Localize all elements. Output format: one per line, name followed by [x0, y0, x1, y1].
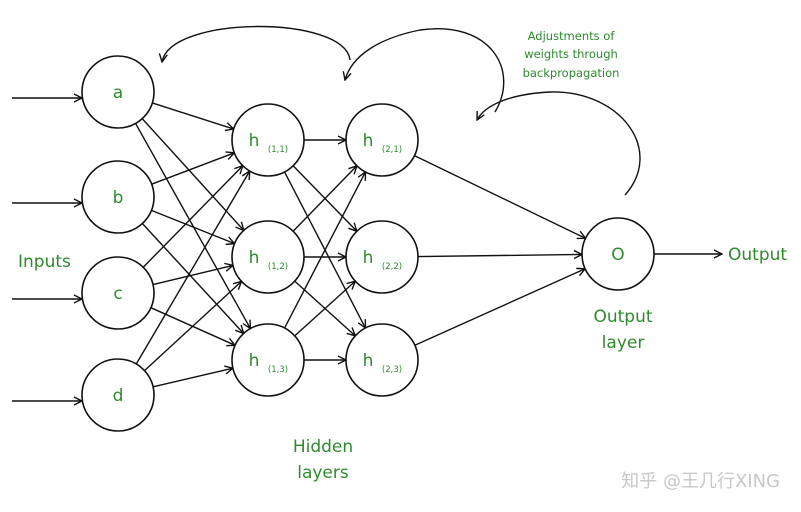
- node-subscript: (2,3): [382, 365, 402, 375]
- node-label: O: [611, 245, 624, 265]
- output-layer-label-line1: Output: [593, 307, 652, 327]
- node-c: c: [81, 256, 155, 330]
- backprop-label-line1: Adjustments of: [528, 29, 616, 43]
- edge-c-h12: [152, 265, 233, 286]
- backprop-arrow-2: [345, 28, 505, 113]
- node-subscript: (2,2): [382, 262, 402, 272]
- node-h22: h (2,2): [345, 220, 419, 294]
- node-label: c: [113, 284, 122, 304]
- backprop-arrow-3: [477, 91, 641, 196]
- edge-h21-o: [414, 155, 585, 239]
- node-circle: [81, 55, 155, 129]
- edge-b-h13: [141, 223, 243, 333]
- node-h12: h (1,2): [231, 220, 305, 294]
- nodes: a b c d h (1,1) h (1,2) h (1,3) h (2,1) h (2,2) h (2,3)…: [81, 55, 655, 432]
- node-b: b: [81, 160, 155, 234]
- backprop-label-line2: weights through: [524, 47, 618, 61]
- edge-d-h12: [144, 281, 241, 372]
- node-h21: h (2,1): [345, 103, 419, 177]
- node-label: h: [363, 131, 374, 151]
- edge-d-h11: [135, 171, 249, 365]
- output-label: Output: [728, 245, 787, 265]
- node-label: b: [113, 188, 124, 208]
- node-circle: [231, 323, 305, 397]
- node-circle: [231, 220, 305, 294]
- inputs-label: Inputs: [18, 252, 71, 272]
- node-label: a: [113, 83, 123, 103]
- node-circle: [231, 103, 305, 177]
- backprop-label-line3: backpropagation: [523, 66, 620, 80]
- node-circle: [345, 103, 419, 177]
- node-h23: h (2,3): [345, 323, 419, 397]
- node-label: h: [363, 248, 374, 268]
- node-label: h: [249, 248, 260, 268]
- connections: [12, 98, 722, 401]
- node-subscript: (1,2): [268, 262, 288, 272]
- edge-b-h11: [151, 153, 235, 185]
- edge-h13-h21: [283, 172, 366, 329]
- edge-c-h11: [142, 166, 243, 268]
- edge-h13-h22: [294, 281, 356, 337]
- node-label: d: [113, 386, 124, 406]
- edge-a-h12: [141, 118, 244, 231]
- edge-a-h11: [152, 102, 233, 129]
- node-label: h: [249, 351, 260, 371]
- node-a: a: [81, 55, 155, 129]
- edge-a-h13: [134, 123, 251, 328]
- edge-h23-o: [414, 269, 585, 346]
- node-d: d: [81, 358, 155, 432]
- watermark: 知乎 @王几行XING: [621, 471, 780, 492]
- edge-h12-h21: [292, 166, 357, 232]
- node-circle: [81, 358, 155, 432]
- edge-h22-o: [417, 254, 582, 256]
- node-h13: h (1,3): [231, 323, 305, 397]
- edge-b-h12: [151, 209, 234, 243]
- node-subscript: (1,3): [268, 365, 288, 375]
- edge-d-h13: [152, 368, 233, 388]
- node-circle: [345, 323, 419, 397]
- backprop-arrow-1: [162, 25, 351, 62]
- node-label: h: [249, 131, 260, 151]
- node-o: O: [581, 217, 655, 291]
- node-circle: [581, 217, 655, 291]
- hidden-layers-label-line2: layers: [297, 463, 349, 483]
- node-circle: [81, 160, 155, 234]
- node-label: h: [363, 351, 374, 371]
- node-subscript: (2,1): [382, 145, 402, 155]
- node-circle: [345, 220, 419, 294]
- output-layer-label-line2: layer: [602, 333, 645, 353]
- node-circle: [81, 256, 155, 330]
- node-h11: h (1,1): [231, 103, 305, 177]
- hidden-layers-label-line1: Hidden: [293, 437, 353, 457]
- node-subscript: (1,1): [268, 145, 288, 155]
